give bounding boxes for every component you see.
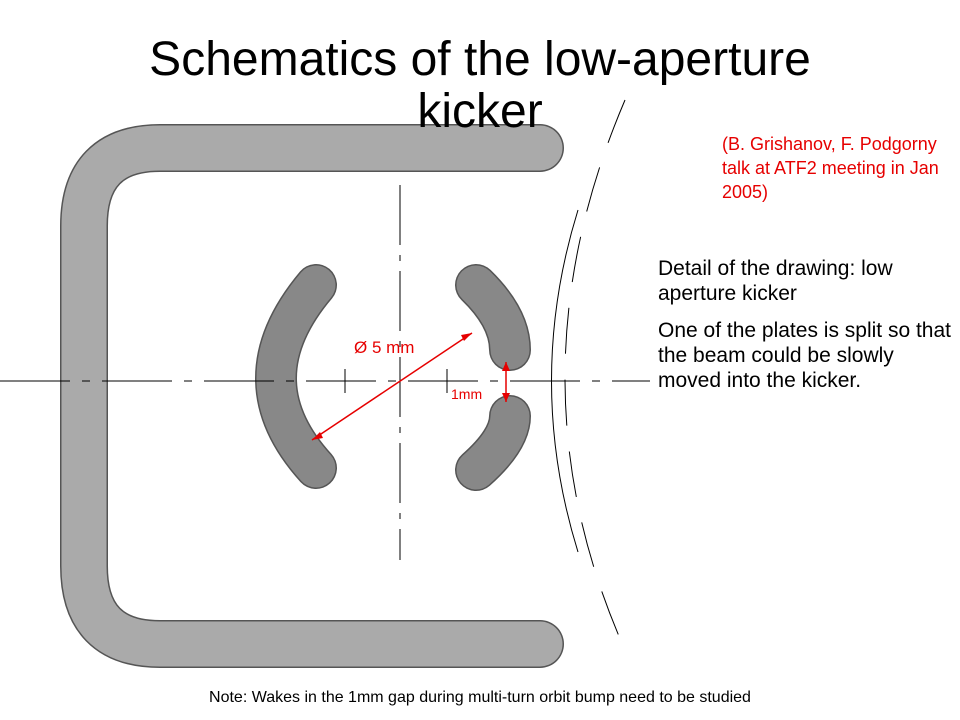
diameter-dimension-line bbox=[311, 332, 473, 441]
right-plate-upper-fill bbox=[456, 265, 530, 370]
outer-dashed-arc bbox=[564, 99, 626, 651]
gap-arrow-head-bottom bbox=[502, 393, 510, 402]
diameter-arrow-head-lower bbox=[312, 432, 323, 440]
slide-title: Schematics of the low-aperture kicker bbox=[149, 33, 811, 138]
beam-envelope-arc bbox=[551, 209, 579, 553]
footnote: Note: Wakes in the 1mm gap during multi-… bbox=[209, 689, 751, 706]
detail-text: Detail of the drawing: low aperture kick… bbox=[658, 256, 958, 405]
gap-label: 1mm bbox=[451, 386, 482, 402]
diameter-label: Ø 5 mm bbox=[354, 338, 414, 357]
right-plate-lower-fill bbox=[456, 396, 530, 490]
reference-citation: (B. Grishanov, F. Podgorny talk at ATF2 … bbox=[722, 134, 939, 202]
c-shaped-housing-fill bbox=[61, 125, 563, 667]
detail-body: One of the plates is split so that the b… bbox=[658, 319, 951, 392]
left-plate-fill bbox=[256, 265, 336, 488]
diameter-arrow-head-upper bbox=[461, 333, 472, 341]
detail-heading: Detail of the drawing: low aperture kick… bbox=[658, 257, 893, 305]
gap-arrow-head-top bbox=[502, 362, 510, 371]
